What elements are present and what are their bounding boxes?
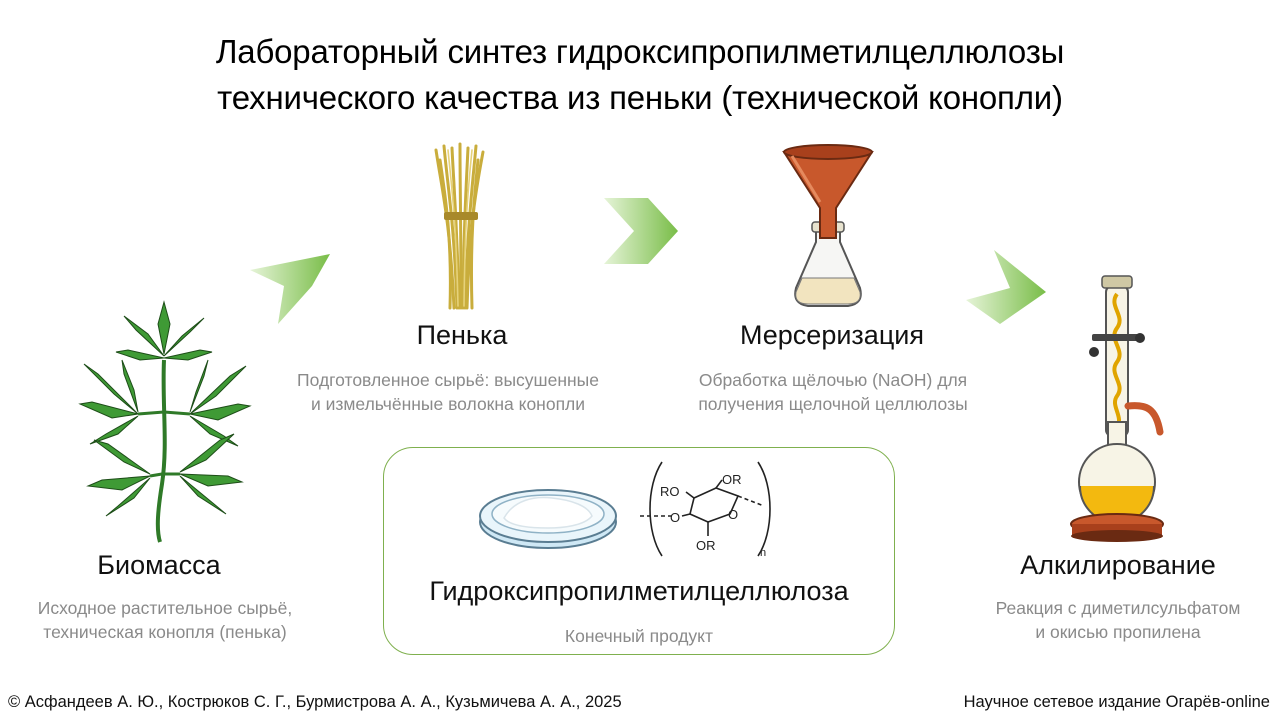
petri-dish-powder-icon xyxy=(479,489,617,549)
step-heading-hemp: Пенька xyxy=(416,320,508,350)
title-line-2: технического качества из пеньки (техниче… xyxy=(217,79,1063,116)
formula-n: n xyxy=(760,547,766,559)
step-desc-mercerization-line2: получения щелочной целлюлозы xyxy=(698,394,968,414)
arrow-2-icon xyxy=(604,198,678,264)
funnel-flask-icon xyxy=(782,144,874,307)
hemp-fiber-bundle-icon xyxy=(434,142,485,310)
formula-or-bottom: OR xyxy=(696,538,716,553)
formula-o-left: O xyxy=(670,510,680,525)
hemp-leaf-icon xyxy=(78,300,252,543)
step-heading-biomass: Биомасса xyxy=(97,550,221,580)
final-product-box xyxy=(383,447,895,655)
reflux-apparatus-icon xyxy=(1070,275,1164,542)
product-desc: Конечный продукт xyxy=(564,626,714,646)
step-desc-biomass-line2: техническая конопля (пенька) xyxy=(43,622,287,642)
step-desc-hemp-line1: Подготовленное сырьё: высушенные xyxy=(297,370,599,390)
footer-publisher: Научное сетевое издание Огарёв-online xyxy=(963,693,1270,711)
step-desc-alkylation-line1: Реакция с диметилсульфатом xyxy=(995,598,1241,618)
arrow-3-icon xyxy=(966,250,1046,324)
step-desc-mercerization-line1: Обработка щёлочью (NaOH) для xyxy=(698,370,968,390)
title-line-1: Лабораторный синтез гидроксипропилметилц… xyxy=(215,33,1065,70)
step-desc-biomass-line1: Исходное растительное сырьё, xyxy=(37,598,293,618)
formula-or-top: OR xyxy=(722,472,742,487)
arrow-1-icon xyxy=(250,254,330,324)
step-desc-alkylation-line2: и окисью пропилена xyxy=(1035,622,1201,642)
product-heading: Гидроксипропилметилцеллюлоза xyxy=(429,576,849,606)
footer-copyright: © Асфандеев А. Ю., Кострюков С. Г., Бурм… xyxy=(8,693,622,711)
step-heading-mercerization: Мерсеризация xyxy=(739,320,924,350)
formula-o-ring: O xyxy=(728,507,738,522)
formula-ro: RO xyxy=(660,484,680,499)
step-heading-alkylation: Алкилирование xyxy=(1020,550,1216,580)
cellulose-structure-icon: RO OR O O OR n xyxy=(638,461,771,559)
step-desc-hemp-line2: и измельчённые волокна конопли xyxy=(310,394,586,414)
